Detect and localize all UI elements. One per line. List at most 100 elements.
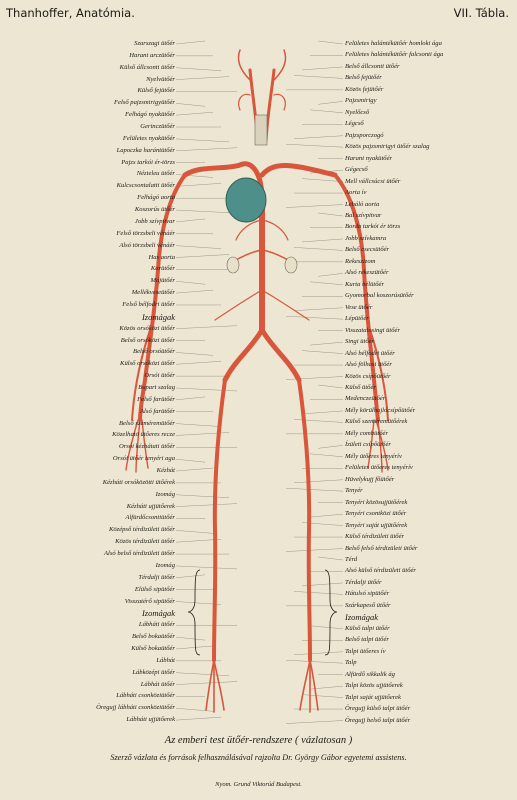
left-leader-line — [175, 503, 238, 507]
right-leader-line — [309, 341, 344, 346]
left-leader-line — [175, 716, 222, 721]
left-leader-line — [175, 467, 214, 472]
left-leader-line — [175, 111, 214, 116]
right-leader-line — [293, 419, 344, 423]
left-brace — [187, 569, 201, 656]
left-label: Jobb szívpitvar — [134, 217, 175, 225]
left-leader-line — [175, 103, 206, 107]
left-label: Felső pajzsmirigyütőér — [114, 99, 175, 107]
left-label: Belső szeméremütőér — [119, 419, 175, 427]
left-label: Közelhatö ütőeres recze — [112, 431, 175, 439]
left-label: Pajzs tarkói ér-törzs — [121, 158, 175, 166]
right-leader-line — [301, 66, 344, 71]
left-leader-line — [175, 174, 214, 178]
right-label: Tenyéri saját ujjütőérek — [345, 521, 408, 529]
left-label: Orsói ütőér — [144, 372, 175, 380]
left-leader-line — [175, 574, 206, 578]
left-label: Lábhát ütőér — [140, 680, 175, 688]
left-label: Térdalji ütőér — [138, 573, 175, 581]
right-label: Felületes ütőeres tenyérív — [345, 464, 413, 472]
right-brace — [324, 569, 338, 656]
left-label: Szarszagi ütőér — [134, 40, 175, 47]
left-label: Belső bokaütőér — [131, 633, 175, 641]
right-leader-line — [285, 144, 344, 148]
left-leader-line — [175, 645, 214, 650]
right-label: Mély combütőér — [345, 429, 389, 437]
right-label: Felületes halántékütőér falcsonti ága — [345, 51, 444, 59]
right-label: Pajzsporczogó — [345, 131, 384, 139]
right-label: Tenyéri csontközi ütőér — [345, 510, 407, 518]
left-label: Felhágó aorta — [137, 194, 175, 202]
left-label: Májütőér — [150, 277, 175, 285]
caption-title: Az emberi test ütőér-rendszere ( vázlato… — [164, 735, 353, 746]
right-label: Harant nyakütőér — [345, 154, 393, 162]
left-leader-line — [175, 423, 222, 427]
right-label: Leháló aorta — [345, 200, 380, 208]
left-label: Harant arczütőér — [129, 51, 175, 59]
right-label: Talpi ütőeres ív — [345, 647, 386, 655]
left-label: Nézteleu ütőér — [136, 170, 175, 178]
right-leader-line — [285, 316, 344, 320]
left-label: Lábháti csonköziütőér — [116, 692, 175, 700]
left-leader-line — [175, 361, 222, 365]
right-label: Alfürdő sikkalik ág — [345, 670, 395, 678]
right-leader-line — [301, 410, 344, 415]
left-leader-line — [175, 218, 206, 223]
left-leader-line — [175, 458, 206, 463]
right-label: Belső talpi ütőér — [345, 636, 389, 644]
right-leader-line — [309, 513, 344, 518]
right-leader-line — [293, 75, 344, 79]
right-leader-line — [293, 479, 344, 483]
right-leader-line — [301, 350, 344, 354]
left-label: Kulcscsontalatti ütőér — [116, 182, 175, 190]
right-label: Bal szívpitvar — [345, 212, 382, 219]
left-leader-line — [175, 530, 214, 534]
left-label: Középső térdizületi ütőér — [108, 526, 175, 534]
right-leader-line — [317, 556, 344, 561]
left-leader-line — [175, 67, 222, 71]
left-label: Felső bélfodri ütőér — [122, 300, 175, 308]
right-leader-line — [285, 660, 344, 664]
left-label: Külső orsóközi ütőér — [120, 360, 175, 368]
right-leader-line — [309, 453, 344, 457]
right-label: Gégecső — [345, 166, 368, 174]
right-label: Térd — [345, 556, 358, 563]
right-label: Külső ütőér — [345, 384, 376, 391]
left-leader-line — [175, 565, 238, 570]
left-label: Karütőér — [150, 265, 175, 273]
right-label: Talpi saját ujjütőerek — [345, 693, 401, 701]
right-label: Belső fejütőér — [345, 74, 382, 82]
left-leader-line — [175, 352, 214, 356]
left-label: Izomág — [155, 561, 175, 569]
right-label: Külső térdizületi ütőér — [345, 533, 405, 541]
right-label: Borda tarkói ér törzs — [345, 223, 401, 231]
left-label: Belső orsóközi ütőér — [120, 336, 175, 344]
left-label: Alsó törzsbeli vénáér — [119, 241, 175, 249]
left-leader-line — [175, 76, 230, 80]
right-leader-line — [309, 109, 344, 113]
right-label: Alsó fölhasi ütőér — [345, 361, 392, 369]
left-label: Izomág — [155, 490, 175, 498]
right-label: Öregujj külső talpi ütőér — [345, 705, 411, 713]
left-label: Mellékveseütőér — [131, 289, 175, 297]
left-label: Nyelvütőér — [146, 75, 175, 83]
left-label: Kézhát — [156, 467, 175, 475]
left-label: Bupart szalag — [138, 384, 175, 391]
right-label: Tenyéri közösujjütőérek — [345, 498, 408, 506]
right-label: Talp — [345, 659, 357, 667]
left-leader-line — [175, 494, 230, 498]
right-label: Mély körülhajlócsípőütőér — [345, 406, 416, 414]
left-label: Közös orsóközi ütőér — [119, 324, 175, 332]
right-label: Vese ütőér — [345, 303, 373, 311]
right-leader-line — [317, 40, 344, 45]
right-label: Nyelőcső — [345, 108, 370, 116]
heart-shape — [225, 177, 267, 223]
left-label: Felhágó nyakütőér — [125, 111, 175, 119]
right-label: Közös csípőütőér — [345, 372, 391, 380]
right-leader-line — [309, 281, 344, 285]
left-leader-line — [175, 432, 230, 436]
right-label: Pajzsmirigy — [345, 97, 377, 105]
left-label: Izomágak — [141, 311, 175, 322]
left-label: Alsó belső térdizületi ütőér — [104, 550, 175, 558]
